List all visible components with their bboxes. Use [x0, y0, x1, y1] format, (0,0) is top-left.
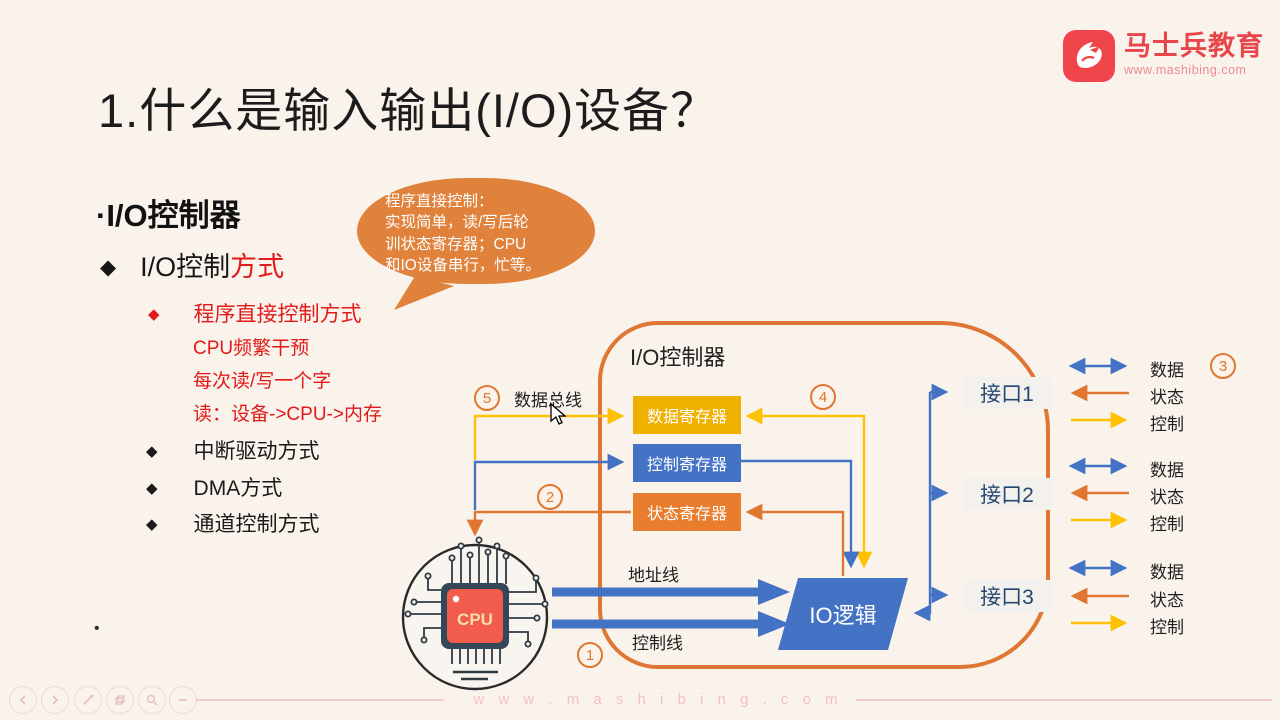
- channel-label-control: 控制: [1150, 618, 1184, 637]
- channel-label-status: 状态: [1150, 488, 1184, 507]
- diamond-bullet-icon: ◆: [146, 516, 158, 533]
- diamond-bullet-icon: ◆: [100, 256, 117, 279]
- outline-note: 每次读/写一个字: [193, 371, 332, 392]
- outline-item-channel: ◆ 通道控制方式: [146, 508, 320, 538]
- channel-label-control: 控制: [1150, 515, 1184, 534]
- channel-label-control: 控制: [1150, 415, 1184, 434]
- control-register-box: 控制寄存器: [633, 444, 741, 482]
- io-controller-title: I/O控制器: [630, 345, 726, 370]
- brand-name: 马士兵教育: [1124, 31, 1264, 61]
- outline-heading: ·I/O控制器: [96, 198, 241, 233]
- outline-item-interrupt: ◆ 中断驱动方式: [146, 435, 320, 465]
- pen-icon[interactable]: [74, 686, 102, 714]
- watermark: w w w . m a s h i b i n g . c o m: [473, 691, 843, 708]
- address-line-label: 地址线: [628, 566, 679, 585]
- horse-icon: [1063, 30, 1115, 82]
- channel-label-status: 状态: [1150, 388, 1184, 407]
- outline-item-label: DMA方式: [193, 477, 283, 500]
- channel-label-data: 数据: [1150, 361, 1184, 380]
- screenshot-icon[interactable]: [106, 686, 134, 714]
- page-title: 1.什么是输入输出(I/O)设备？: [98, 84, 719, 137]
- step-4-badge: 4: [810, 384, 836, 410]
- interface-3-box: 接口3: [963, 580, 1051, 612]
- outline-note: 读：设备->CPU->内存: [193, 404, 382, 425]
- diamond-bullet-icon: ◆: [146, 443, 158, 460]
- back-icon[interactable]: [9, 686, 37, 714]
- control-line-label: 控制线: [632, 634, 683, 653]
- speech-bubble: 程序直接控制： 实现简单，读/写后轮 训状态寄存器；CPU 和IO设备串行，忙等…: [357, 178, 595, 284]
- interface-1-box: 接口1: [963, 377, 1051, 409]
- forward-icon[interactable]: [41, 686, 69, 714]
- interface-2-box: 接口2: [963, 478, 1051, 510]
- footer-divider-left: [196, 699, 444, 701]
- step-5-badge: 5: [474, 385, 500, 411]
- bubble-line: 训状态寄存器；CPU: [385, 235, 527, 253]
- outline-item-program-direct: ◆ 程序直接控制方式: [148, 298, 362, 328]
- step-2-badge: 2: [537, 484, 563, 510]
- data-register-box: 数据寄存器: [633, 396, 741, 434]
- outline-item-dma: ◆ DMA方式: [146, 472, 282, 502]
- step-1-badge: 1: [577, 642, 603, 668]
- channel-label-data: 数据: [1150, 461, 1184, 480]
- status-register-box: 状态寄存器: [633, 493, 741, 531]
- outline-item-label: 中断驱动方式: [193, 440, 320, 463]
- bubble-line: 实现简单，读/写后轮: [385, 214, 529, 232]
- outline-item-label: 程序直接控制方式: [193, 303, 362, 326]
- footer-divider-right: [856, 699, 1272, 701]
- outline-mode-row: ◆ I/O控制方式: [100, 245, 284, 284]
- bubble-line: 程序直接控制：: [385, 193, 494, 210]
- outline-item-label: 通道控制方式: [193, 513, 320, 536]
- outline-note: CPU频繁干预: [193, 338, 310, 359]
- channel-label-status: 状态: [1150, 591, 1184, 610]
- bubble-line: 和IO设备串行，忙等。: [385, 257, 541, 275]
- step-3-badge: 3: [1210, 353, 1236, 379]
- zoom-icon[interactable]: [138, 686, 166, 714]
- brand-logo: 马士兵教育 www.mashibing.com: [1063, 30, 1264, 82]
- brand-url: www.mashibing.com: [1124, 63, 1247, 78]
- io-logic-box: IO逻辑: [778, 578, 908, 650]
- diamond-bullet-icon: ◆: [146, 480, 158, 497]
- diamond-bullet-icon: ◆: [148, 306, 160, 323]
- minus-icon[interactable]: [169, 686, 197, 714]
- channel-label-data: 数据: [1150, 563, 1184, 582]
- mode-title-black: I/O控制: [140, 252, 231, 282]
- mode-title-red: 方式: [230, 252, 285, 282]
- stray-bullet: •: [94, 620, 100, 637]
